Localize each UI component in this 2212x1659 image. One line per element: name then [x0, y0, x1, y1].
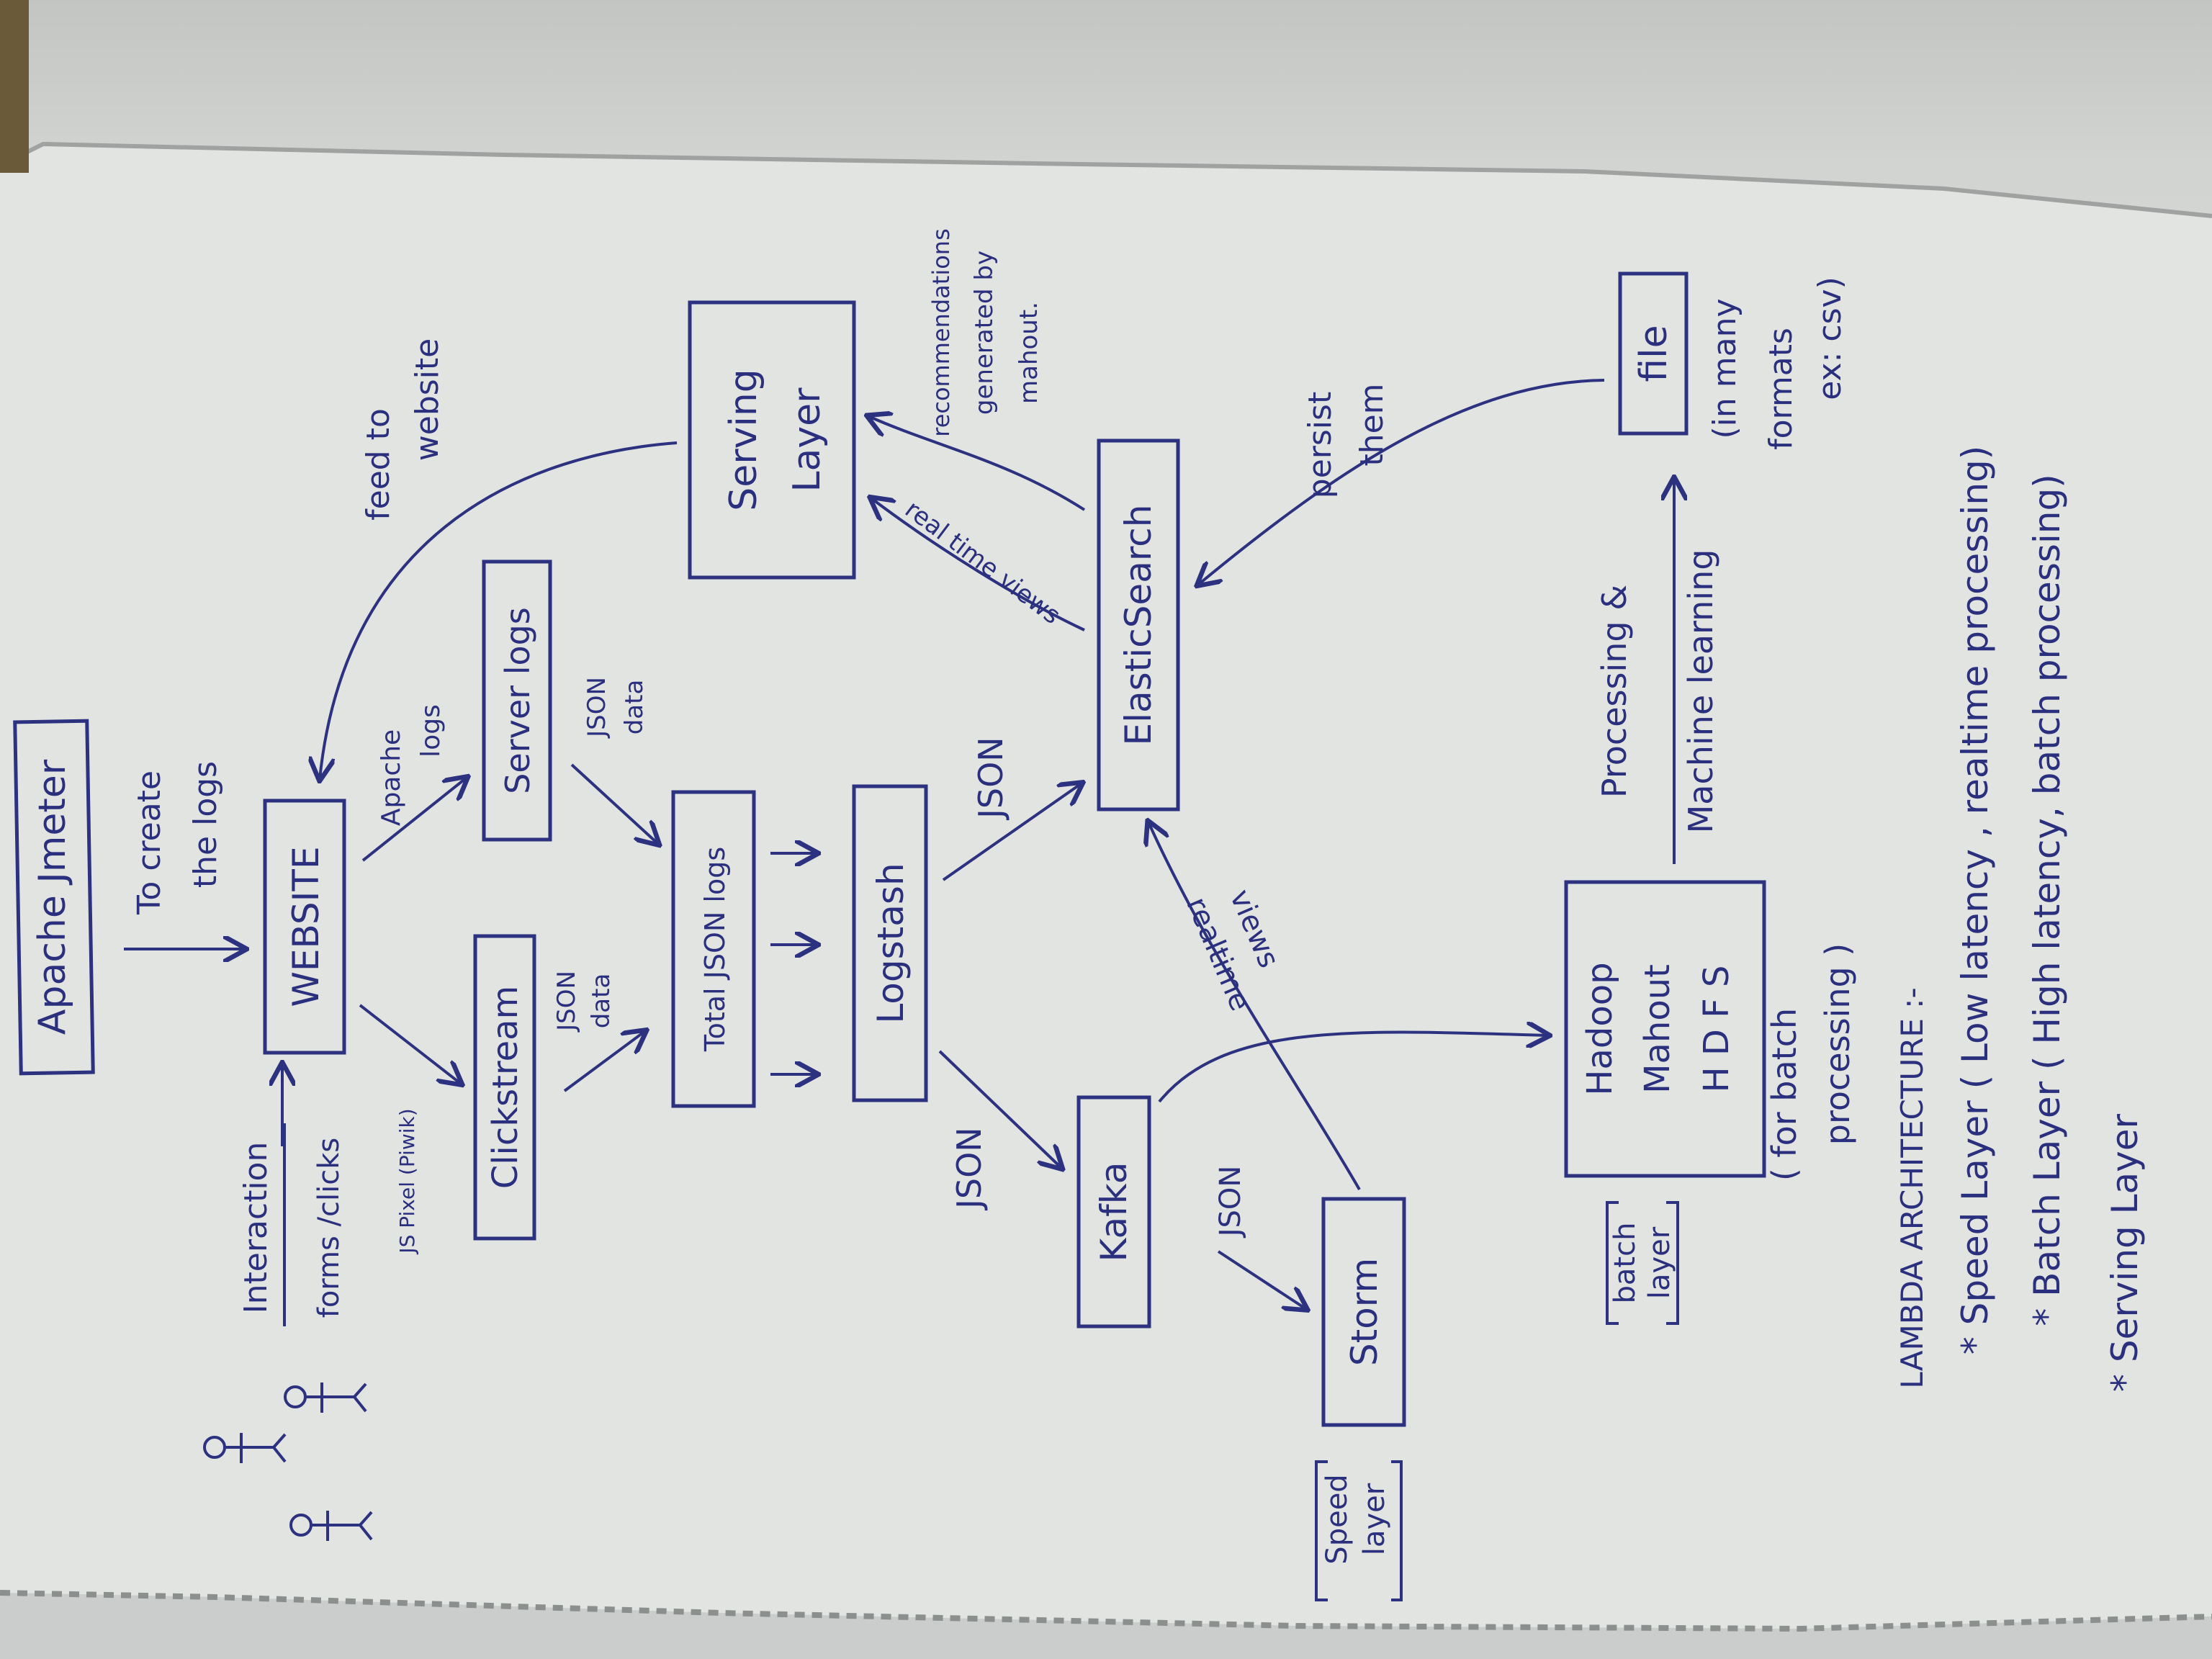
- box-logstash: [852, 784, 928, 1102]
- label-json-data-2a: JSON: [583, 677, 611, 739]
- arrow-elasticsearch-to-serving-realtime: [871, 498, 1085, 631]
- label-file-note-2: formats: [1763, 328, 1799, 450]
- arrow-serverlogs-to-totaljson: [570, 763, 658, 844]
- label-to-create-2: the logs: [187, 761, 224, 888]
- label-persist-2: them: [1354, 383, 1390, 466]
- label-batch-layer-2: layer: [1643, 1226, 1676, 1299]
- label-json-data-2b: data: [620, 680, 649, 735]
- label-forms-clicks: forms /clicks: [313, 1138, 346, 1318]
- label-file-note-3: ex: csv): [1812, 276, 1848, 400]
- label-json-logstash-elastic: JSON: [971, 737, 1010, 820]
- label-speed-layer-1: Speed: [1321, 1474, 1354, 1564]
- label-to-create-1: To create: [131, 770, 168, 915]
- label-persist-1: persist: [1302, 392, 1339, 498]
- box-clickstream: [473, 934, 536, 1241]
- legend-item-serving: * Serving Layer: [2104, 1113, 2146, 1392]
- label-json-kafka-storm: JSON: [1214, 1166, 1247, 1239]
- arrow-website-to-clickstream: [359, 1004, 461, 1084]
- label-for-batch-1: ( for batch: [1765, 1008, 1804, 1181]
- arrow-serving-to-website: [320, 441, 678, 779]
- label-interaction: Interaction: [238, 1142, 274, 1314]
- arrow-kafka-to-hadoop: [1158, 1032, 1548, 1103]
- box-website: [263, 799, 346, 1055]
- box-serving-layer: [688, 300, 856, 580]
- label-server-logs: Server logs: [498, 607, 537, 794]
- label-hadoop-2: Mahout: [1637, 964, 1678, 1094]
- label-total-json-logs: Total JSON logs: [699, 847, 731, 1052]
- box-apache-jmeter: [13, 719, 95, 1076]
- label-website: WEBSITE: [285, 846, 327, 1007]
- label-apache-logs-1: Apache: [377, 729, 406, 826]
- arrow-clickstream-to-totaljson: [563, 1031, 645, 1092]
- label-storm: Storm: [1344, 1258, 1385, 1366]
- arrow-logstash-to-elasticsearch: [942, 783, 1082, 881]
- arrow-logstash-to-kafka: [938, 1050, 1061, 1168]
- label-machine-learning: Machine learning: [1681, 549, 1720, 834]
- arrow-website-to-serverlogs: [361, 778, 467, 862]
- label-recommendations-3: mahout.: [1015, 302, 1043, 404]
- user-figure-1: [203, 1433, 287, 1463]
- label-file: file: [1632, 325, 1676, 382]
- label-js-piwik: JS Pixel (Piwik): [395, 1108, 419, 1254]
- label-json-logstash-kafka: JSON: [950, 1127, 989, 1210]
- arrow-storm-to-elasticsearch: [1148, 822, 1361, 1191]
- arrow-kafka-to-storm: [1217, 1250, 1306, 1309]
- label-file-note-1: (in many: [1707, 298, 1743, 439]
- label-batch-layer-1: batch: [1609, 1223, 1642, 1304]
- arrow-elasticsearch-to-serving-recommendations: [868, 416, 1086, 511]
- label-feed-to-2: website: [409, 338, 446, 461]
- label-json-data-1a: JSON: [552, 971, 581, 1033]
- legend-item-speed: * Speed Layer ( Low latency , realtime p…: [1954, 446, 1996, 1355]
- box-elasticsearch: [1097, 439, 1180, 811]
- bracket-speed-layer: [1315, 1460, 1403, 1601]
- user-figure-3: [284, 1382, 367, 1413]
- legend-item-batch: * Batch Layer ( High latency, batch proc…: [2026, 474, 2068, 1326]
- label-hadoop-3: H D F S: [1696, 966, 1737, 1093]
- label-apache-jmeter: Apache Jmeter: [31, 759, 74, 1035]
- label-kafka: Kafka: [1093, 1162, 1135, 1262]
- label-clickstream: Clickstream: [485, 986, 526, 1190]
- label-elasticsearch: ElasticSearch: [1118, 505, 1159, 746]
- box-kafka: [1076, 1095, 1151, 1328]
- arrow-file-to-elasticsearch: [1198, 379, 1605, 585]
- label-real-time-views: real time views: [899, 495, 1066, 630]
- box-hadoop: [1564, 880, 1766, 1178]
- label-recommendations-1: recommendations: [927, 228, 955, 437]
- label-speed-layer-2: layer: [1358, 1483, 1391, 1555]
- label-feed-to-1: feed to: [360, 408, 397, 521]
- label-serving-layer-2: Layer: [786, 387, 829, 493]
- label-hadoop-1: Hadoop: [1580, 962, 1620, 1095]
- label-recommendations-2: generated by: [970, 251, 999, 415]
- label-for-batch-2: processing ): [1818, 943, 1857, 1145]
- box-server-logs: [482, 559, 552, 842]
- user-figure-2: [289, 1511, 373, 1541]
- label-json-data-1b: data: [587, 974, 616, 1029]
- box-file: [1618, 271, 1689, 436]
- label-logstash: Logstash: [870, 863, 912, 1023]
- label-apache-logs-2: logs: [416, 704, 446, 757]
- box-total-json-logs: [671, 790, 756, 1108]
- box-storm: [1321, 1197, 1406, 1427]
- legend-title: LAMBDA ARCHITECTURE :-: [1894, 987, 1930, 1388]
- label-serving-layer-1: Serving: [722, 369, 765, 511]
- bracket-batch-layer: [1606, 1201, 1679, 1325]
- label-processing: Processing &: [1595, 585, 1634, 798]
